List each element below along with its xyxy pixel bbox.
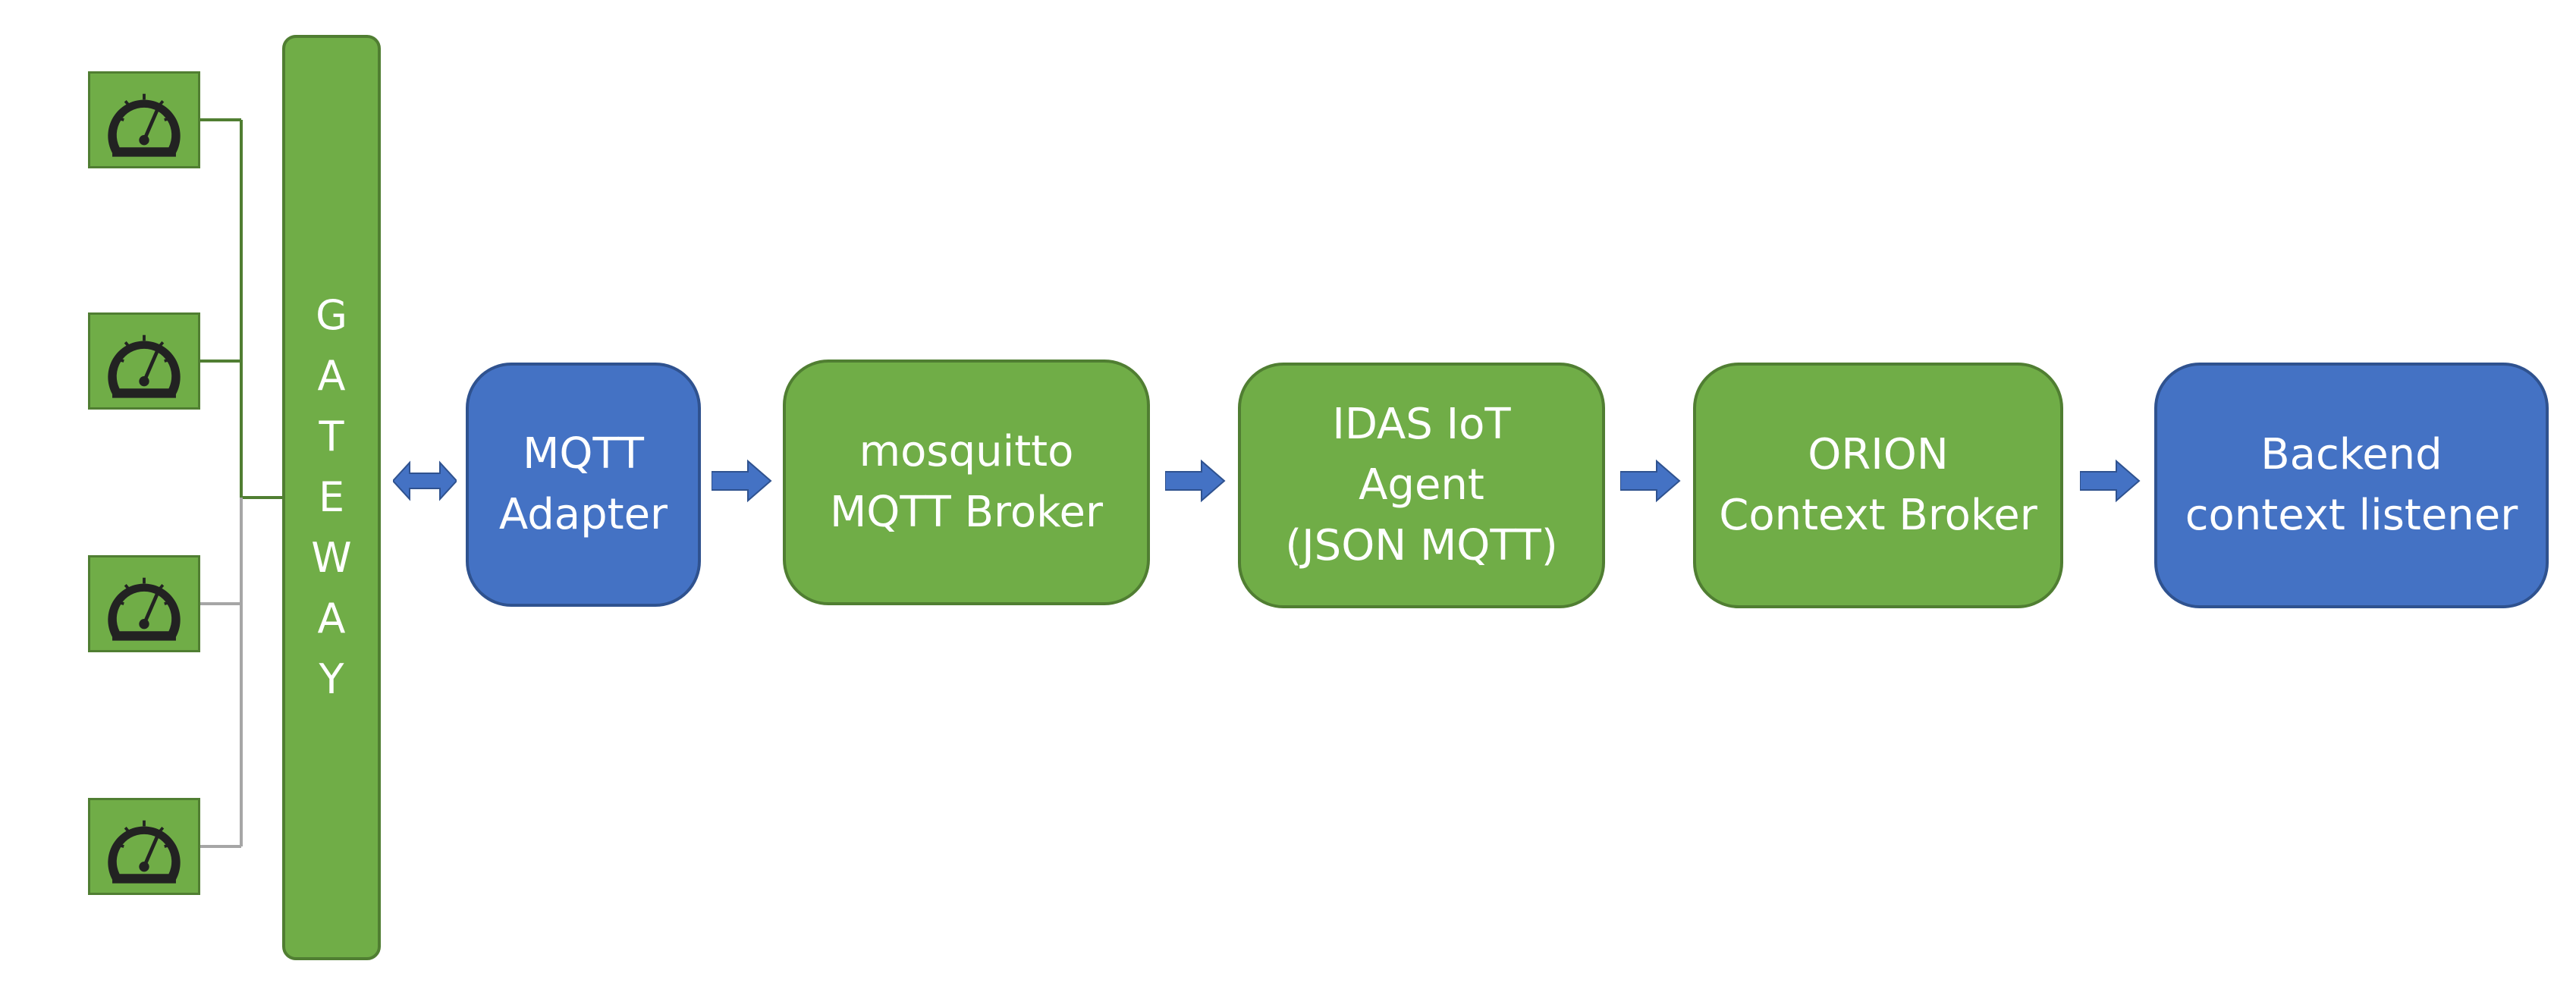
- gateway-letter: G: [316, 291, 347, 339]
- arrow-right-icon: [2080, 458, 2141, 504]
- gateway-letter: E: [318, 473, 345, 521]
- sensor-3: [88, 555, 200, 652]
- gateway-node: G A T E W A Y: [282, 35, 381, 960]
- arrow-right-icon: [712, 458, 772, 504]
- gauge-icon: [108, 577, 181, 641]
- mosquitto-broker-node: mosquitto MQTT Broker: [783, 360, 1150, 605]
- node-label: (JSON MQTT): [1285, 521, 1558, 570]
- sensor-1: [88, 71, 200, 168]
- arrow-right-icon: [1165, 458, 1226, 504]
- gateway-letter: A: [317, 352, 346, 400]
- bidirectional-arrow-icon: [393, 458, 457, 504]
- sensor-4: [88, 798, 200, 895]
- gauge-icon: [108, 334, 181, 398]
- gateway-letter: Y: [319, 655, 344, 703]
- mqtt-adapter-node: MQTT Adapter: [466, 363, 701, 607]
- node-label: Adapter: [498, 490, 668, 539]
- backend-context-listener-node: Backend context listener: [2154, 363, 2549, 608]
- node-label: Backend: [2260, 430, 2442, 479]
- node-label: IDAS IoT: [1332, 400, 1511, 449]
- gateway-letter: W: [311, 534, 352, 582]
- node-label: MQTT: [523, 429, 644, 479]
- node-label: Agent: [1359, 460, 1484, 510]
- node-label: ORION: [1808, 430, 1949, 479]
- gauge-icon: [108, 93, 181, 157]
- gauge-icon: [108, 820, 181, 884]
- arrow-right-icon: [1620, 458, 1681, 504]
- gateway-letter: T: [319, 413, 344, 460]
- sensor-2: [88, 312, 200, 410]
- node-label: Context Broker: [1719, 491, 2037, 540]
- idas-iot-agent-node: IDAS IoT Agent (JSON MQTT): [1238, 363, 1605, 608]
- orion-context-broker-node: ORION Context Broker: [1693, 363, 2063, 608]
- gateway-letter: A: [317, 595, 346, 642]
- node-label: mosquitto: [859, 427, 1074, 476]
- node-label: MQTT Broker: [829, 488, 1103, 537]
- node-label: context listener: [2185, 491, 2518, 540]
